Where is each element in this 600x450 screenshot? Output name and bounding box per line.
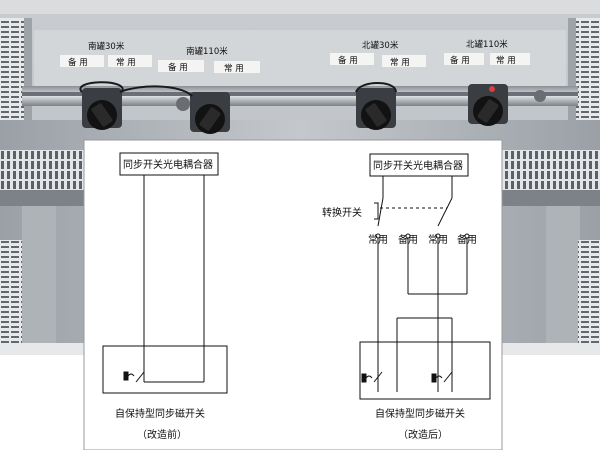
coupler-box [119,152,219,176]
label-group-3: 北罐30米 备 用 常 用 [330,40,426,68]
label-standby: 备 用 [68,57,88,68]
coupler-box [369,153,469,177]
rotary-switch [79,81,124,130]
coupler-label: 同步开关光电耦合器 [373,159,463,172]
label-group-title: 南罐110米 [186,46,228,57]
position-label: 备用 [457,233,477,246]
rotary-switch [468,84,546,126]
caption-before: （改造前） [137,428,187,441]
label-group-title: 北罐110米 [466,39,508,50]
label-group-1: 南罐30米 备 用 常 用 [60,41,152,68]
label-normal: 常 用 [496,55,516,66]
device-label: 自保持型同步磁开关 [375,407,465,420]
label-group-title: 北罐30米 [362,40,399,51]
position-label: 备用 [398,233,418,246]
label-standby: 备 用 [168,62,188,73]
position-label: 常用 [428,233,448,246]
position-label: 常用 [368,233,388,246]
diagram-before [102,152,228,394]
caption-after: （改造后） [398,428,448,441]
switch-label: 转换开关 [322,206,362,219]
label-standby: 备 用 [450,55,470,66]
rotary-switch [119,85,230,134]
coupler-label: 同步开关光电耦合器 [123,158,213,171]
schematic-panel [83,139,503,450]
label-normal: 常 用 [224,63,244,74]
device-box [359,341,491,400]
diagram-after [359,153,491,400]
device-label: 自保持型同步磁开关 [115,407,205,420]
label-standby: 备 用 [338,55,358,66]
label-group-title: 南罐30米 [88,41,125,52]
label-group-2: 南罐110米 备 用 常 用 [158,46,260,74]
label-group-4: 北罐110米 备 用 常 用 [444,39,530,66]
label-normal: 常 用 [116,57,136,68]
device-box [102,345,228,394]
label-normal: 常 用 [390,57,410,68]
rotary-switch [355,82,397,130]
